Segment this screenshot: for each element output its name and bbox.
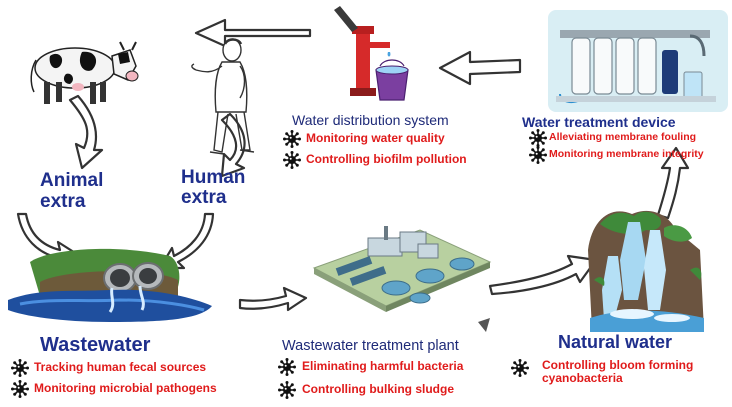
arrow-plant-to-natural	[488, 254, 598, 296]
treatment-plant-icon	[312, 226, 492, 312]
bacteria-icon	[277, 380, 297, 400]
human-sketch	[191, 38, 255, 155]
animal-extra-label: Animal extra	[40, 170, 103, 212]
arrow-human-to-wastewater	[158, 212, 215, 270]
plant-item: Eliminating harmful bacteria	[302, 359, 464, 373]
sewer-pipe-icon	[8, 248, 212, 322]
natural-water-item-line1: Controlling bloom forming	[542, 358, 694, 372]
bacteria-icon	[528, 145, 548, 165]
human-extra-label: Human extra	[181, 168, 245, 208]
wastewater-title: Wastewater	[40, 334, 151, 356]
wastewater-item: Tracking human fecal sources	[34, 360, 207, 374]
wastewater-treatment-plant-title: Wastewater treatment plant	[282, 338, 459, 354]
bacteria-icon	[277, 357, 297, 377]
bacteria-icon	[282, 150, 302, 170]
water-distribution-title: Water distribution system	[292, 112, 449, 128]
wastewater-item: Monitoring microbial pathogens	[34, 381, 217, 395]
natural-water-item-line2: cyanobacteria	[542, 371, 623, 385]
water-distribution-item: Controlling biofilm pollution	[306, 152, 467, 166]
bacteria-icon	[10, 379, 30, 399]
bacteria-icon	[282, 129, 302, 149]
arrow-cow-to-animal	[68, 94, 104, 170]
water-distribution-item: Monitoring water quality	[306, 131, 445, 145]
plant-item: Controlling bulking sludge	[302, 382, 454, 396]
arrow-device-to-pump	[438, 50, 522, 86]
human-extra-line1: Human	[181, 167, 246, 188]
bacteria-icon	[528, 128, 548, 148]
cow-illustration	[30, 41, 139, 104]
arrow-pump-to-human	[194, 18, 312, 48]
animal-extra-line2: extra	[40, 191, 86, 212]
waterfall-icon	[588, 210, 704, 332]
small-mark-icon	[478, 318, 490, 332]
filter-device-icon	[548, 10, 728, 112]
natural-water-title: Natural water	[558, 332, 673, 352]
bacteria-icon	[10, 358, 30, 378]
human-extra-line2: extra	[181, 187, 227, 208]
arrow-natural-to-device	[656, 146, 690, 220]
water-treatment-device-item: Alleviating membrane fouling	[549, 131, 697, 143]
water-treatment-device-title: Water treatment device	[522, 114, 676, 130]
water-treatment-device-item: Monitoring membrane integrity	[549, 148, 704, 160]
water-pump-icon	[334, 6, 409, 101]
bacteria-icon	[510, 358, 530, 378]
arrow-wastewater-to-plant	[238, 286, 308, 312]
animal-extra-line1: Animal	[40, 170, 104, 191]
natural-water-item: Controlling bloom forming cyanobacteria	[542, 359, 693, 385]
